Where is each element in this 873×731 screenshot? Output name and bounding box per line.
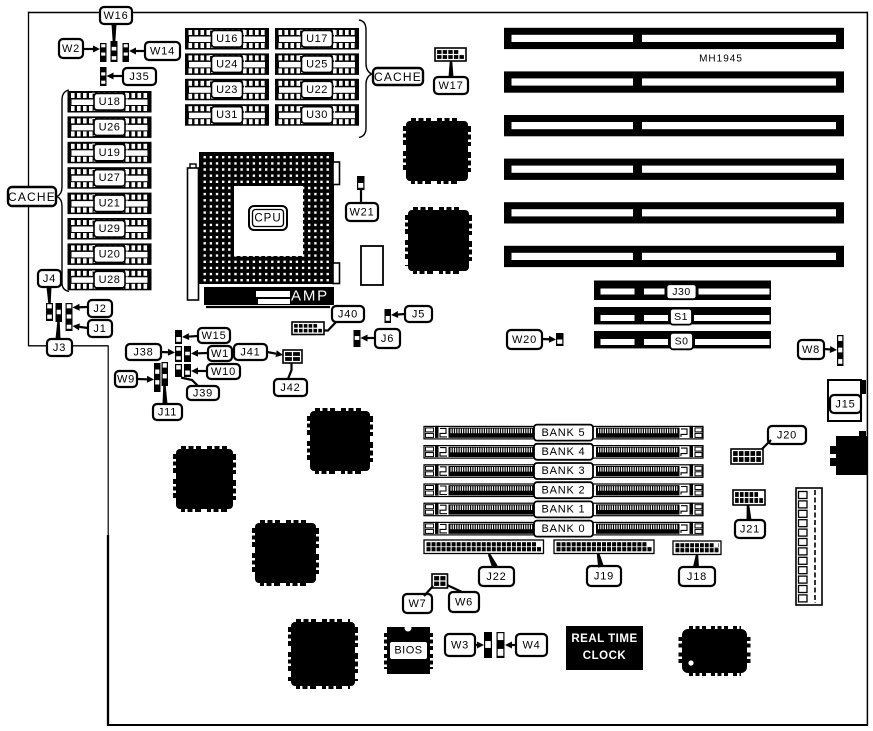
svg-text:J35: J35	[129, 71, 149, 83]
svg-text:W10: W10	[211, 366, 236, 378]
svg-text:W20: W20	[512, 334, 537, 346]
svg-text:J6: J6	[381, 333, 394, 345]
svg-text:J3: J3	[53, 342, 66, 354]
svg-text:U24: U24	[216, 58, 238, 70]
svg-text:S0: S0	[675, 336, 689, 348]
svg-text:W16: W16	[103, 10, 128, 22]
svg-text:AMP: AMP	[291, 288, 329, 305]
svg-text:U26: U26	[99, 121, 121, 133]
svg-text:J39: J39	[193, 388, 213, 400]
svg-text:BANK 4: BANK 4	[542, 446, 586, 458]
svg-text:J40: J40	[338, 309, 358, 321]
svg-text:J22: J22	[486, 571, 506, 583]
svg-text:BIOS: BIOS	[394, 645, 422, 657]
svg-text:W9: W9	[117, 374, 135, 386]
svg-text:J42: J42	[280, 382, 300, 394]
svg-text:U27: U27	[99, 172, 121, 184]
svg-text:W1: W1	[211, 348, 229, 360]
svg-text:W21: W21	[349, 207, 374, 219]
svg-text:U31: U31	[216, 109, 238, 121]
svg-text:CPU: CPU	[254, 213, 281, 225]
svg-text:U28: U28	[99, 274, 121, 286]
svg-text:S1: S1	[674, 311, 688, 323]
svg-text:U22: U22	[306, 84, 328, 96]
svg-text:W3: W3	[451, 640, 469, 652]
svg-text:J11: J11	[158, 407, 177, 419]
svg-text:J5: J5	[412, 309, 425, 321]
svg-text:U25: U25	[306, 58, 328, 70]
svg-text:U30: U30	[306, 109, 328, 121]
svg-text:W6: W6	[455, 597, 473, 609]
svg-text:J38: J38	[133, 347, 153, 359]
svg-text:BANK 0: BANK 0	[542, 523, 586, 535]
svg-text:W7: W7	[408, 598, 426, 610]
svg-text:CLOCK: CLOCK	[583, 650, 627, 662]
svg-text:J15: J15	[835, 399, 855, 411]
svg-text:REAL TIME: REAL TIME	[571, 633, 637, 645]
svg-text:J2: J2	[93, 303, 106, 315]
svg-text:U17: U17	[306, 33, 328, 45]
svg-text:U21: U21	[99, 198, 121, 210]
svg-text:BANK 2: BANK 2	[542, 484, 586, 496]
svg-text:U19: U19	[99, 147, 121, 159]
svg-text:U29: U29	[99, 223, 121, 235]
svg-text:U20: U20	[99, 248, 121, 260]
svg-text:W15: W15	[201, 330, 226, 342]
svg-text:BANK 5: BANK 5	[542, 427, 586, 439]
svg-text:U16: U16	[216, 33, 238, 45]
svg-text:BANK 3: BANK 3	[542, 465, 586, 477]
svg-text:J18: J18	[687, 571, 707, 583]
svg-text:CACHE: CACHE	[8, 190, 56, 204]
svg-text:CACHE: CACHE	[374, 70, 422, 84]
svg-text:W14: W14	[150, 46, 175, 58]
svg-text:J21: J21	[740, 524, 760, 536]
svg-text:BANK 1: BANK 1	[542, 504, 586, 516]
svg-text:U18: U18	[99, 96, 121, 108]
svg-text:J30: J30	[672, 286, 690, 298]
svg-text:MH1945: MH1945	[699, 54, 743, 65]
svg-text:J19: J19	[594, 571, 614, 583]
svg-text:J1: J1	[93, 323, 106, 335]
svg-text:U23: U23	[216, 84, 238, 96]
svg-text:W17: W17	[438, 80, 463, 92]
svg-text:J4: J4	[43, 273, 56, 285]
svg-text:W4: W4	[522, 640, 540, 652]
svg-text:J41: J41	[240, 347, 260, 359]
svg-text:W2: W2	[62, 43, 80, 55]
svg-text:J20: J20	[777, 430, 797, 442]
svg-text:W8: W8	[802, 344, 820, 356]
